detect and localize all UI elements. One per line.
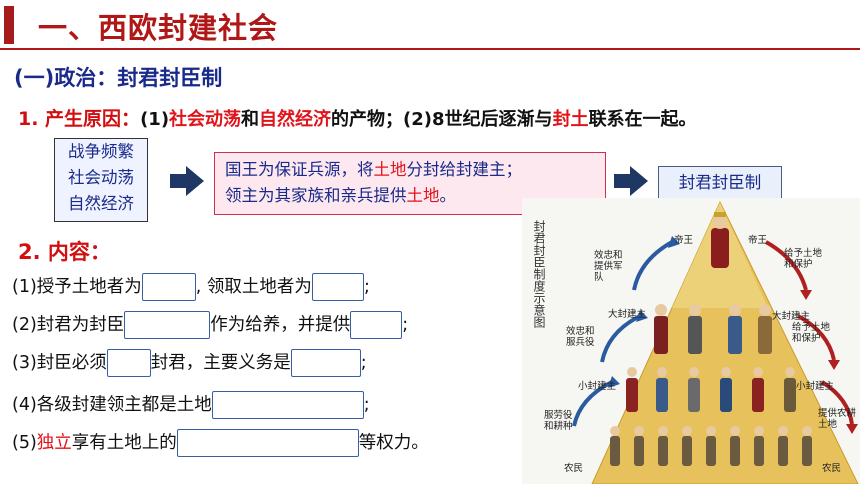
cause-red-2: 自然经济: [259, 109, 332, 130]
king-label-left: 帝王: [674, 235, 694, 246]
loyalty-label-1: 效忠和提供军队: [594, 250, 623, 283]
cause-p3: 联系在一起。: [588, 109, 697, 130]
arrow-right-icon: [614, 166, 648, 196]
pyramid-graphic: [522, 198, 860, 485]
small-lord-label-left: 小封建主: [578, 381, 617, 392]
content-heading: 2. 内容：: [18, 240, 111, 264]
title-accent-bar: [4, 6, 14, 44]
answer-blank[interactable]: [176, 429, 359, 457]
result-box: 封君封臣制: [658, 166, 782, 200]
feudal-pyramid-diagram: 封君封臣制度示意图 帝王 帝王 效忠和提供军队 给予土地和保护 大封建主 大封建…: [522, 198, 860, 485]
process-line-2: 领主为其家族和亲兵提供土地。: [225, 186, 456, 205]
cause-item: 社会动荡: [68, 168, 134, 187]
content-line-3: (3)封臣必须封君，主要义务是;: [12, 349, 367, 377]
king-figure: [711, 212, 729, 268]
causes-box: 战争频繁 社会动荡 自然经济: [54, 138, 148, 222]
answer-blank[interactable]: [311, 273, 364, 301]
process-line-1: 国王为保证兵源，将土地分封给封建主；: [225, 160, 522, 179]
content-line-4: (4)各级封建领主都是土地;: [12, 391, 370, 419]
loyalty-label-2: 效忠和服兵役: [566, 326, 595, 348]
grant-label-2: 给予土地和保护: [792, 322, 831, 344]
result-label: 封君封臣制: [678, 173, 762, 192]
cause-label: 1. 产生原因：: [18, 108, 141, 130]
answer-blank[interactable]: [350, 311, 403, 339]
small-lord-label-right: 小封建主: [796, 381, 835, 392]
arrow-right-icon: [170, 166, 204, 196]
provide-land-label: 提供农耕土地: [818, 408, 857, 430]
content-line-2: (2)封君为封臣作为给养，并提供;: [12, 311, 408, 339]
content-line-1: (1)授予土地者为, 领取土地者为;: [12, 273, 370, 301]
answer-blank[interactable]: [106, 349, 151, 377]
section-subtitle: (一)政治：封君封臣制: [14, 66, 223, 90]
cause-line: 1. 产生原因：(1)社会动荡和自然经济的产物；(2)8世纪后逐渐与封土联系在一…: [18, 104, 697, 131]
grant-arrow-icon: [765, 240, 808, 291]
page-title: 一、西欧封建社会: [38, 11, 279, 45]
great-lord-label-left: 大封建主: [608, 309, 647, 320]
cause-item: 战争频繁: [68, 142, 134, 161]
answer-blank[interactable]: [290, 349, 361, 377]
cause-red-3: 封土: [552, 109, 589, 130]
peasant-label-right: 农民: [822, 463, 842, 474]
cause-p2: 的产物；(2)8世纪后逐渐与: [331, 109, 553, 130]
process-box: 国王为保证兵源，将土地分封给封建主； 领主为其家族和亲兵提供土地。: [214, 152, 606, 215]
grant-label-1: 给予土地和保护: [784, 248, 823, 270]
cause-p1: (1): [140, 109, 170, 130]
title-divider: [0, 48, 860, 50]
peasant-label-left: 农民: [564, 463, 584, 474]
answer-blank[interactable]: [124, 311, 211, 339]
labor-label: 服劳役和耕种: [544, 410, 573, 432]
answer-blank[interactable]: [141, 273, 196, 301]
content-line-5: (5)独立享有土地上的等权力。: [12, 429, 429, 457]
diagram-caption: 封君封臣制度示意图: [532, 220, 546, 328]
cause-item: 自然经济: [68, 194, 134, 213]
cause-red-1: 社会动荡: [169, 109, 242, 130]
cause-and: 和: [241, 109, 260, 130]
answer-blank[interactable]: [211, 391, 364, 419]
loyalty-arrow-icon: [632, 240, 673, 291]
great-lord-label-right: 大封建主: [772, 311, 811, 322]
king-label-right: 帝王: [748, 235, 768, 246]
